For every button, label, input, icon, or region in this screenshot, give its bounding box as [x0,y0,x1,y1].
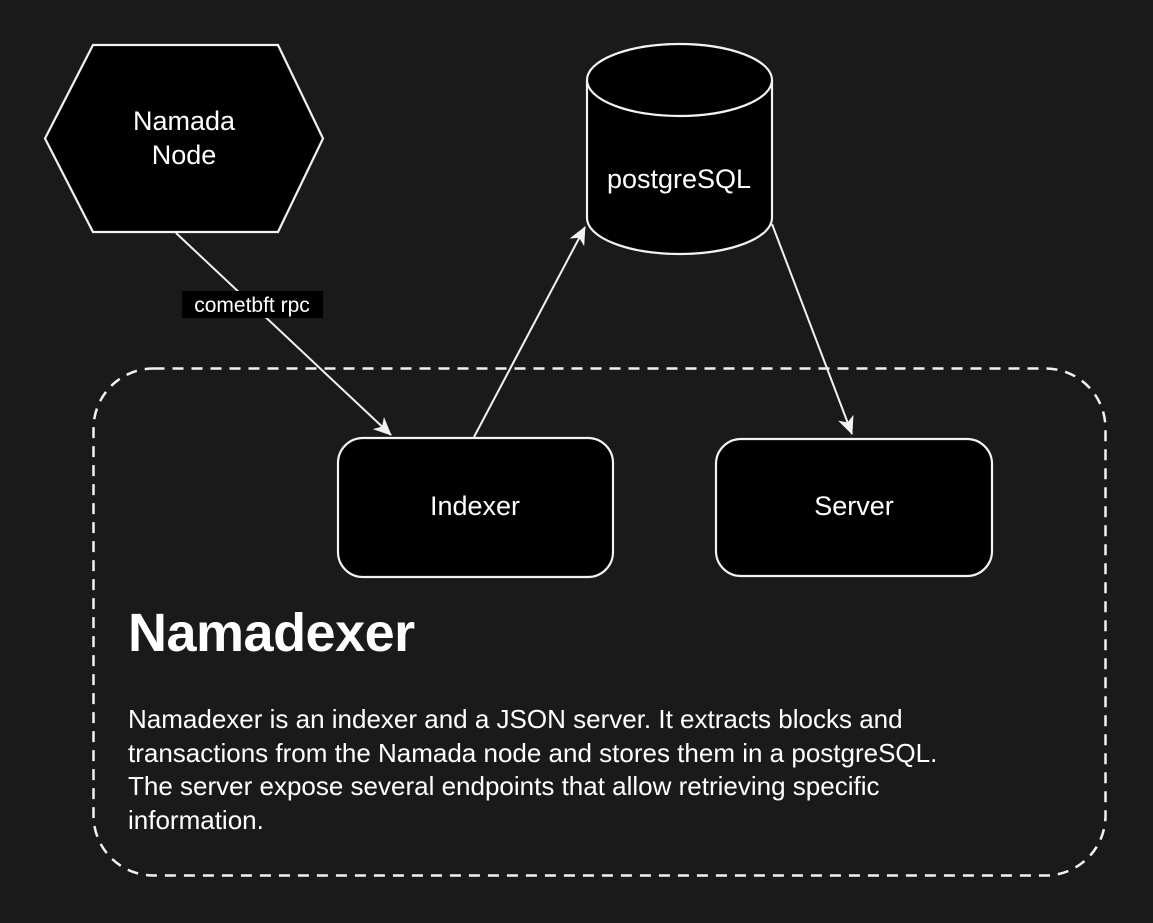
description-line: Namadexer is an indexer and a JSON serve… [128,704,903,734]
namadexer-container-box [92,367,1107,877]
server-node: Server [714,437,994,578]
indexer-node: Indexer [336,436,615,579]
container-description: Namadexer is an indexer and a JSON serve… [128,703,937,837]
namada-node-label-line2: Node [152,140,217,170]
postgresql-node: postgreSQL [585,42,774,256]
edge-postgresql-to-server [771,223,854,435]
description-line: information. [128,804,264,835]
namada-node-label-line1: Namada [133,106,236,136]
edge-indexer-to-postgresql [473,226,586,438]
indexer-label: Indexer [430,491,520,521]
server-shape [714,437,994,578]
edge-label-background [182,291,323,318]
postgresql-cylinder-top [585,42,774,118]
indexer-shape [336,436,615,579]
namada-node: Namada Node [43,43,325,234]
description-line: transactions from the Namada node and st… [128,737,938,768]
edge-label-cometbft-rpc: cometbft rpc [194,294,310,317]
server-label: Server [814,491,894,521]
postgresql-cylinder-body [585,80,774,256]
namada-node-shape [43,43,325,234]
description-line: The server expose several endpoints that… [128,771,880,801]
container-title: Namadexer [128,603,415,663]
edge-namada-to-indexer [175,232,392,436]
postgresql-label: postgreSQL [607,164,751,194]
